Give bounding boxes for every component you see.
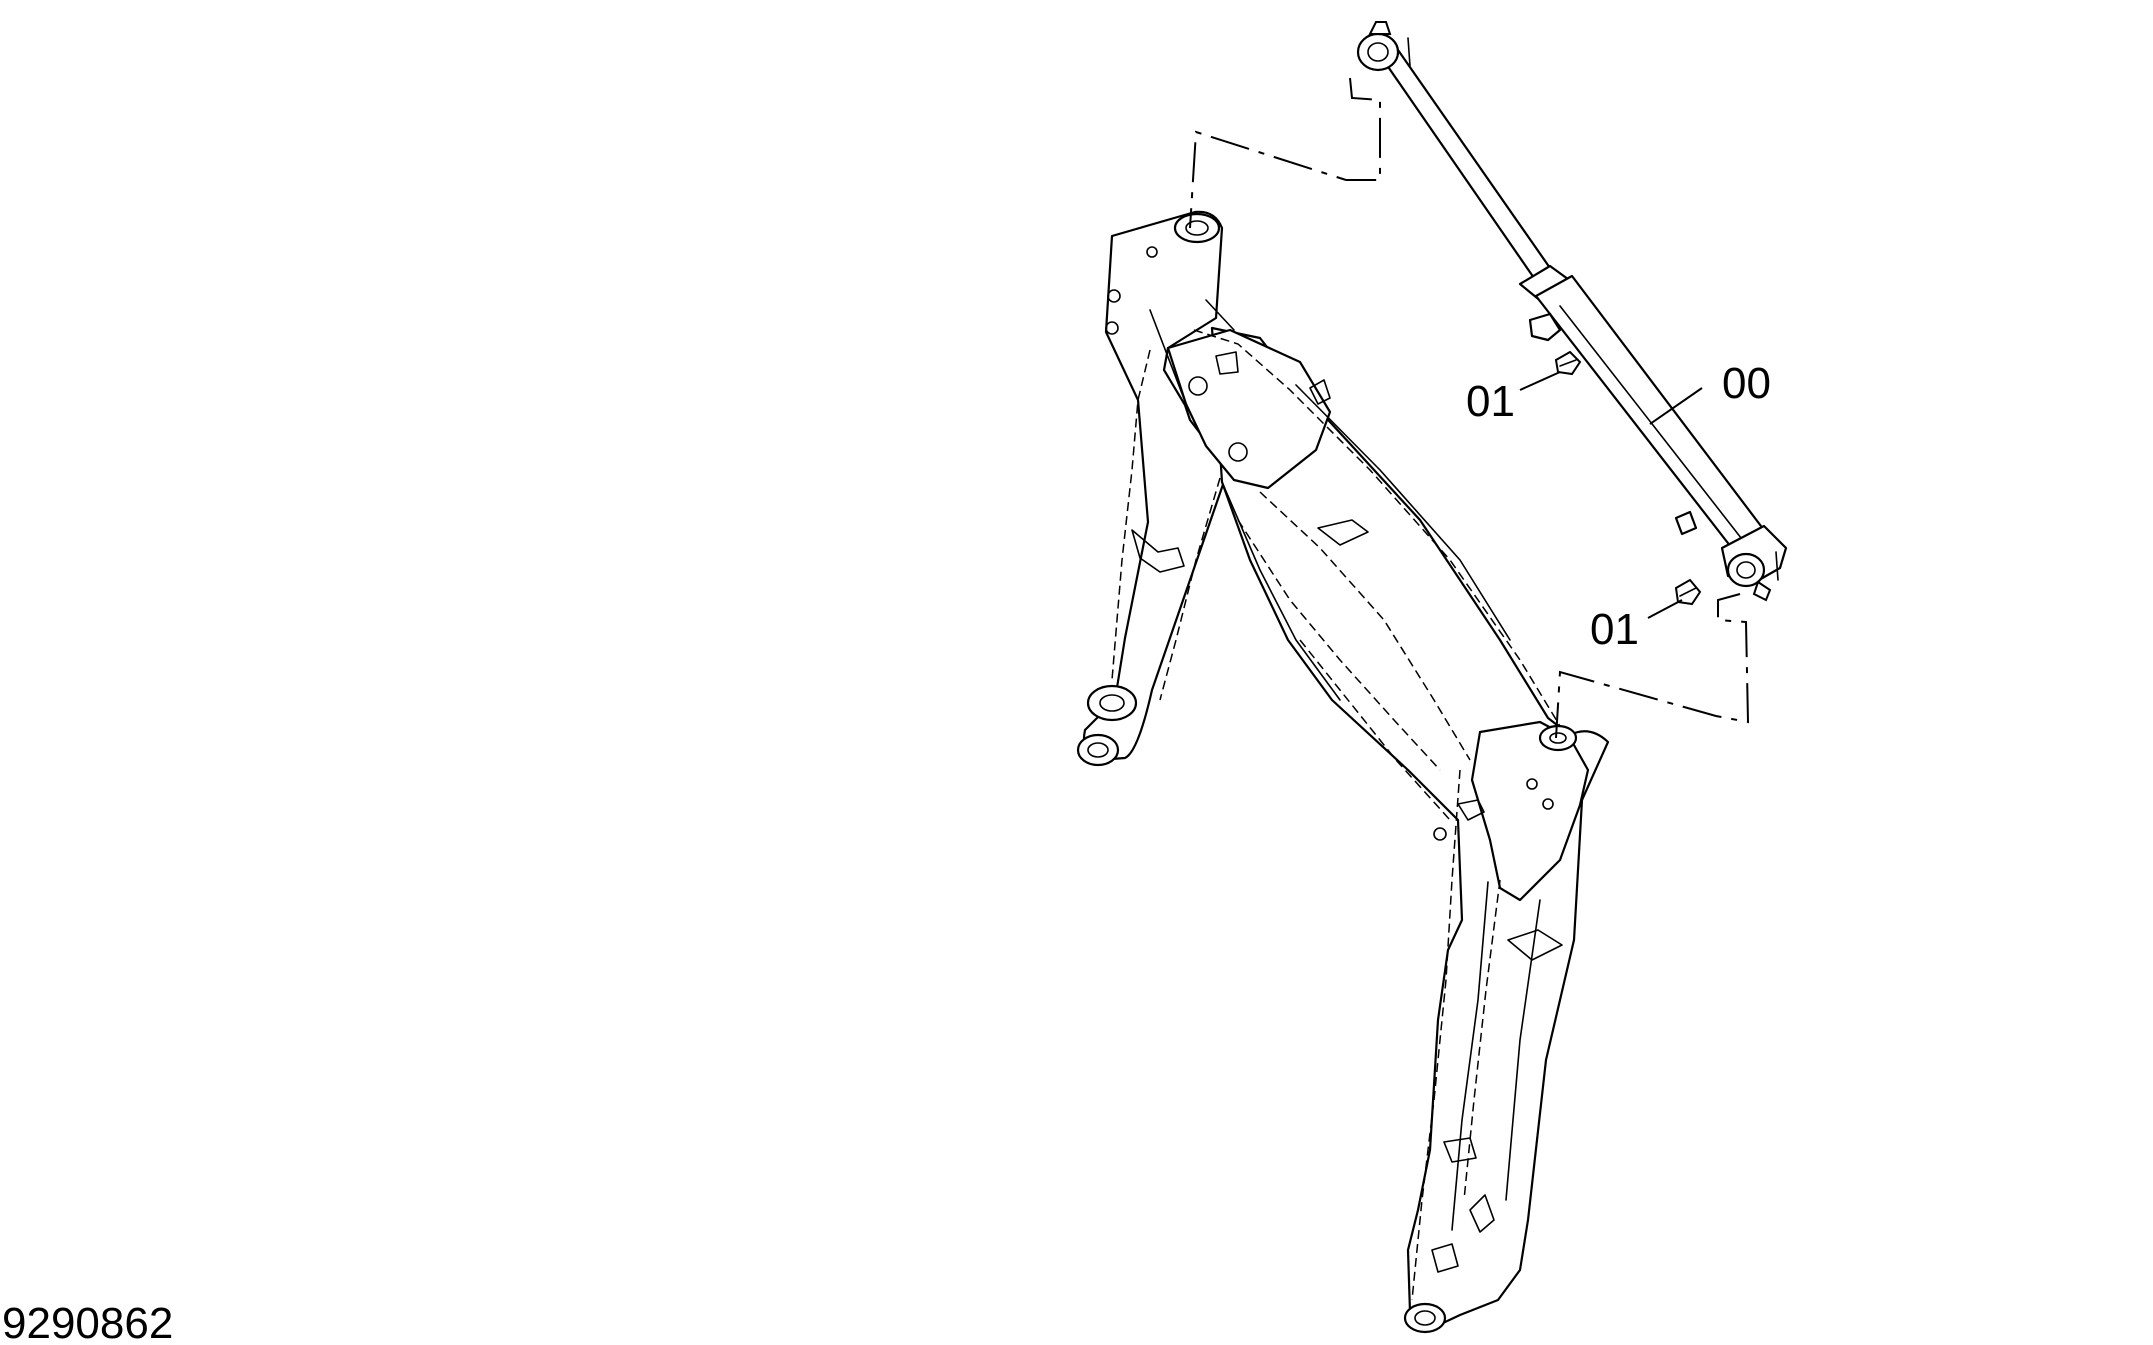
leader-cylinder [1649,387,1703,425]
cylinder-base-eye [1726,552,1766,588]
callout-fitting-lower: 01 [1590,605,1639,654]
cylinder-barrel [1534,274,1772,558]
boom-top-boss [1173,212,1221,244]
boom-foot-boss-lower [1076,733,1120,767]
boom-left-plate [1082,210,1230,762]
cylinder-piston-rod [1380,48,1552,280]
leader-fitting-lower [1647,599,1683,619]
hydraulic-cylinder [1356,21,1788,602]
base-grease-nipple [1752,580,1772,602]
boom-assembly [1076,210,1610,1334]
boom-foot-boss-upper [1086,684,1138,722]
cylinder-port-lower [1674,510,1698,536]
rod-eye-grease-nipple [1368,21,1392,35]
fitting-lower [1674,578,1702,606]
leader-fitting-upper [1519,371,1561,391]
cylinder-port-upper [1528,312,1562,342]
rod-eye-boss [1356,32,1400,72]
drawing-number: 9290862 [2,1299,173,1345]
boom-center-box [1166,328,1332,490]
boom-nose-boss [1403,1302,1447,1334]
phantom-lines [1189,77,1750,739]
fitting-upper [1554,350,1582,376]
callout-fitting-upper: 01 [1466,377,1515,426]
callout-cylinder: 00 [1722,359,1771,408]
